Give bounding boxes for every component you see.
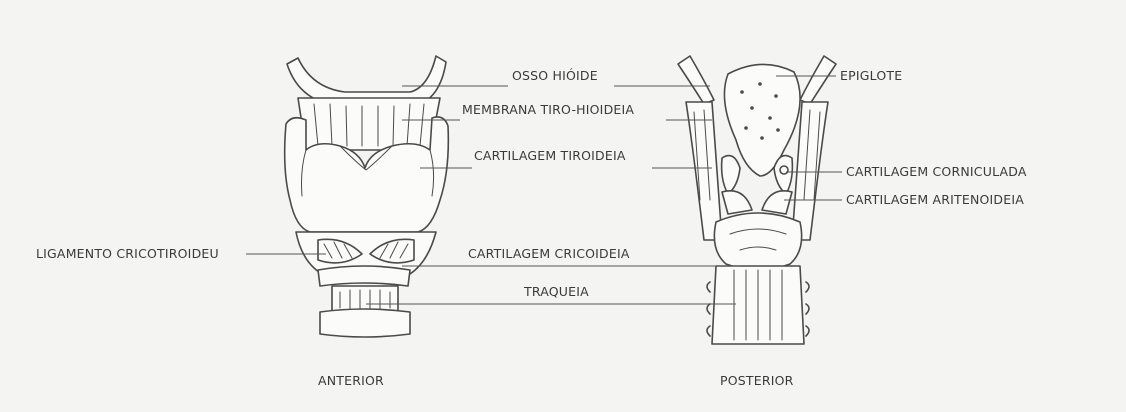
label-cartilagem-corniculada: CARTILAGEM CORNICULADA bbox=[846, 164, 1027, 179]
label-cartilagem-cricoideia: CARTILAGEM CRICOIDEIA bbox=[468, 246, 630, 261]
anterior-larynx-illustration bbox=[285, 56, 449, 337]
view-label-posterior: POSTERIOR bbox=[720, 373, 794, 388]
view-label-anterior: ANTERIOR bbox=[318, 373, 384, 388]
label-epiglote: EPIGLOTE bbox=[840, 68, 902, 83]
label-cartilagem-tiroideia: CARTILAGEM TIROIDEIA bbox=[474, 148, 626, 163]
label-traqueia: TRAQUEIA bbox=[523, 284, 589, 299]
label-ligamento-cricotiroideu: LIGAMENTO CRICOTIROIDEU bbox=[36, 246, 219, 261]
label-osso-hioide: OSSO HIÓIDE bbox=[512, 68, 598, 83]
label-membrana-tiro-hioideia: MEMBRANA TIRO-HIOIDEIA bbox=[462, 102, 634, 117]
label-cartilagem-aritenoideia: CARTILAGEM ARITENOIDEIA bbox=[846, 192, 1024, 207]
